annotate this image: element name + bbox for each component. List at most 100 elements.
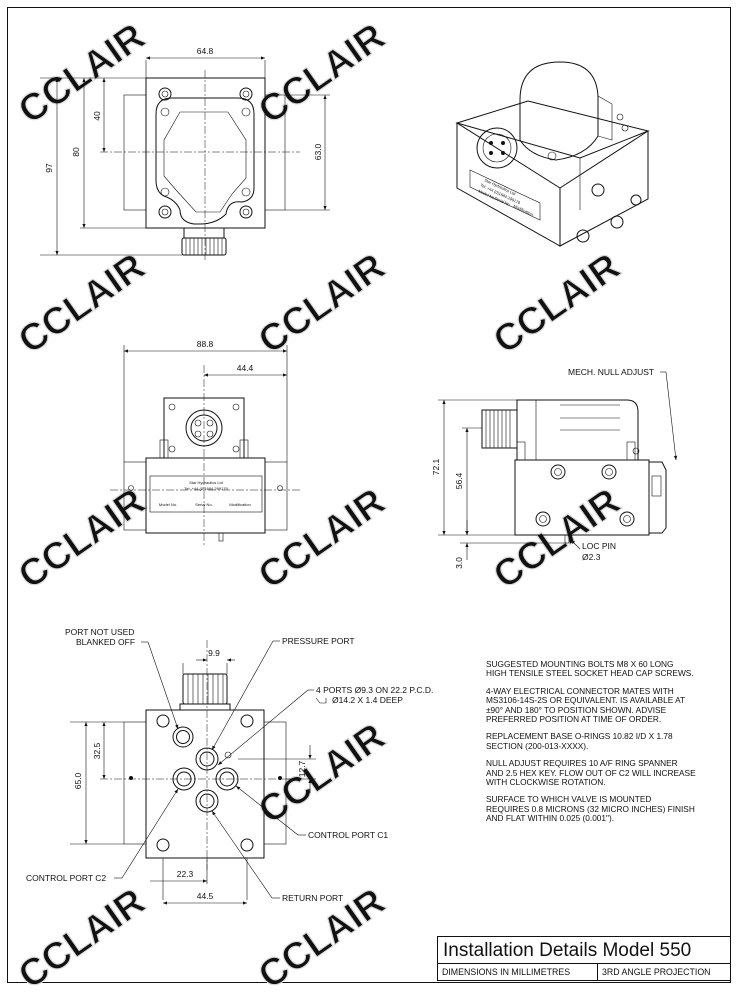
top-view: 64.8 97 80 40 63.0 — [40, 46, 330, 262]
label-port-not-used: PORT NOT USED — [65, 627, 134, 637]
dim-height-half: 40 — [92, 111, 102, 121]
side-bolt-core — [623, 515, 631, 523]
title-block: Installation Details Model 550 DIMENSION… — [437, 936, 731, 981]
front-plate-line: Star Hydraulics Ltd — [189, 480, 223, 485]
port-blanked-inner — [176, 730, 190, 744]
leader-line — [211, 810, 273, 899]
dim-bottom-right: 12.7 — [297, 760, 307, 777]
watermark: CCLAIR — [251, 481, 393, 598]
dim-side-pin: 3.0 — [454, 557, 464, 569]
front-screw — [168, 403, 176, 411]
bottom-connector-knurl — [187, 674, 224, 704]
front-flange-left — [123, 461, 147, 531]
front-pin — [206, 430, 214, 438]
side-bolt — [619, 511, 635, 527]
note-connector: 4-WAY ELECTRICAL CONNECTOR MATES WITH MS… — [486, 685, 685, 725]
side-bolt-core — [554, 468, 562, 476]
side-bolt — [535, 511, 551, 527]
label-pressure-port: PRESSURE PORT — [282, 636, 355, 646]
note-mounting-bolts: SUGGESTED MOUNTING BOLTS M8 X 60 LONG HI… — [486, 659, 694, 679]
side-bolt-core — [539, 515, 547, 523]
front-flange-right — [264, 461, 288, 531]
small-hole — [241, 107, 251, 117]
side-flange-left — [123, 94, 147, 211]
front-pin — [194, 430, 202, 438]
watermark: CCLAIR — [11, 881, 153, 993]
bottom-flange-right — [263, 721, 287, 845]
iso-hole — [547, 151, 557, 161]
watermark: CCLAIR — [11, 481, 153, 598]
bottom-connector — [182, 673, 228, 705]
front-screw — [168, 445, 176, 453]
side-bolt — [550, 464, 566, 480]
iso-bolt — [576, 229, 590, 243]
front-pin — [194, 419, 202, 427]
side-body — [514, 459, 650, 536]
watermark: CCLAIR — [11, 16, 153, 133]
dim-front-half: 44.4 — [237, 363, 254, 373]
note-o-rings: REPLACEMENT BASE O-RINGS 10.82 I/D X 1.7… — [486, 731, 673, 751]
label-counterbore: Ø14.2 X 1.4 DEEP — [332, 695, 403, 705]
note-surface: SURFACE TO WHICH VALVE IS MOUNTED REQUIR… — [486, 794, 695, 824]
iso-motor-side — [597, 95, 613, 141]
dim-bottom-left-half: 32.5 — [92, 742, 102, 759]
bottom-bolt-hole — [156, 714, 170, 728]
dim-bottom-left: 65.0 — [73, 772, 83, 789]
side-loc-pin — [564, 534, 570, 544]
label-control-c2: CONTROL PORT C2 — [26, 873, 106, 883]
counterbore-symbol — [315, 697, 327, 704]
front-view: Star Hydraulics Ltd Tel: +44 (0)1684 299… — [110, 339, 300, 545]
side-connector — [481, 409, 518, 449]
bolt-hole-core — [161, 208, 169, 216]
bolt-hole-core — [161, 90, 169, 98]
watermark: CCLAIR — [11, 246, 153, 363]
label-control-c1: CONTROL PORT C1 — [308, 830, 388, 840]
iso-pin — [489, 141, 493, 145]
bolt-hole — [158, 205, 172, 219]
front-screw — [232, 445, 240, 453]
watermark: CCLAIR — [486, 246, 628, 363]
leader-line — [570, 539, 581, 550]
dim-height-body: 80 — [71, 147, 81, 157]
bolt-hole — [239, 205, 253, 219]
leader-line — [217, 689, 309, 766]
dim-bottom-top: 9.9 — [208, 648, 220, 658]
front-body — [145, 457, 266, 534]
bottom-flange-hole — [278, 776, 282, 780]
iso-pin — [489, 151, 493, 155]
watermark: CCLAIR — [486, 481, 628, 598]
projection-label: 3RD ANGLE PROJECTION — [602, 967, 711, 977]
bottom-bolt-hole — [240, 714, 254, 728]
bottom-view: 9.9 65.0 32.5 12.7 22.3 44.5 PORT NOT US… — [26, 627, 433, 905]
front-plate-line: Model No. — [159, 502, 177, 507]
iso-front-face — [456, 122, 561, 247]
leader-line — [121, 788, 179, 879]
motor-cover-outline — [155, 97, 255, 225]
side-connector-knurl — [485, 410, 511, 448]
iso-right-face — [559, 130, 649, 247]
bolt-holes — [158, 87, 253, 219]
dim-height-overall: 97 — [44, 163, 54, 173]
front-plate-line: Tel: +44 (0)1684 299179 — [184, 486, 228, 491]
front-plate-line: Serial No. — [195, 502, 213, 507]
front-pin — [206, 419, 214, 427]
iso-motor-cover — [519, 61, 599, 161]
side-screw — [632, 447, 640, 455]
iso-bolt — [610, 215, 624, 229]
iso-bolt — [630, 194, 642, 206]
front-nameplate — [149, 475, 263, 513]
small-hole — [241, 187, 251, 197]
bolt-hole — [158, 87, 172, 101]
iso-pin — [501, 141, 505, 145]
loc-pin-hole — [224, 751, 232, 759]
side-motor-housing — [516, 399, 639, 461]
bottom-bolt-hole — [240, 838, 254, 852]
side-lug — [626, 441, 636, 461]
iso-hole — [621, 124, 629, 132]
leader-line — [665, 371, 678, 461]
units-label: DIMENSIONS IN MILLIMETRES — [438, 964, 598, 980]
drawing-title: Installation Details Model 550 — [438, 937, 730, 964]
watermark-layer: CCLAIR CCLAIR CCLAIR CCLAIR CCLAIR CCLAI… — [10, 15, 628, 993]
front-plate-line: Modification — [229, 502, 250, 507]
watermark: CCLAIR — [251, 16, 393, 133]
